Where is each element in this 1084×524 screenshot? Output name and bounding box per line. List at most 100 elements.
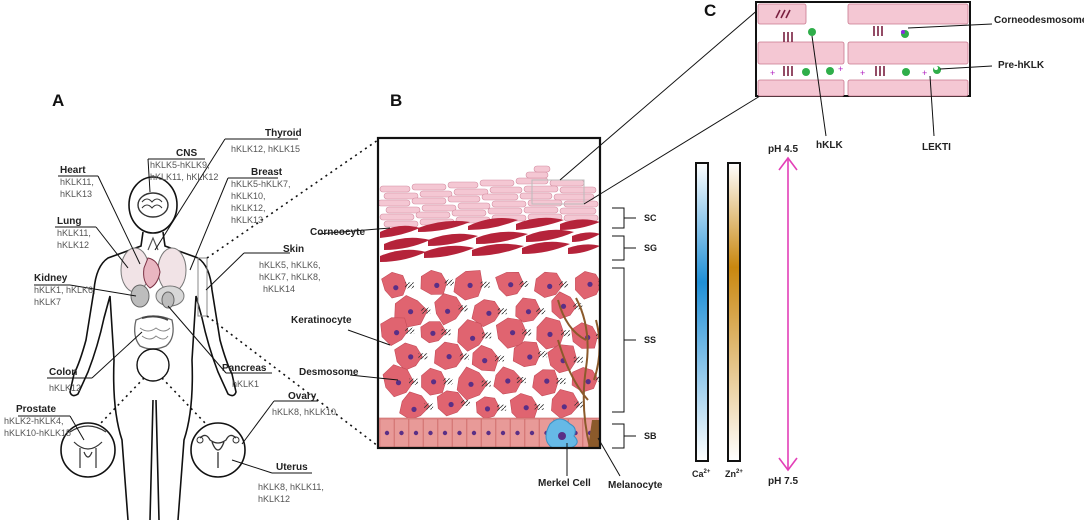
prostate-detail-circle: [60, 422, 116, 478]
keratinocyte-cell: [381, 271, 408, 299]
zinc-charge: 2+: [736, 469, 743, 475]
desmosome-junction: [418, 353, 428, 360]
organ-name: Lung: [57, 216, 82, 227]
keratinocyte-cell: [457, 319, 486, 352]
label-desmosome: Desmosome: [299, 367, 359, 378]
desmosome-junction: [536, 308, 546, 315]
keratinocyte-nucleus: [525, 309, 532, 315]
desmosome-junction: [424, 403, 434, 410]
layer-sb: SB: [644, 431, 657, 441]
zinc-symbol: Zn: [725, 469, 736, 479]
calcium-charge: 2+: [703, 469, 711, 475]
desmosome-junction: [559, 281, 569, 288]
basal-nucleus: [384, 430, 390, 436]
keratinocyte-nucleus: [523, 405, 529, 411]
desmosome-junction: [405, 327, 415, 334]
label-keratinocyte: Keratinocyte: [291, 315, 352, 326]
keratinocyte-nucleus: [484, 406, 491, 412]
keratinocyte-nucleus: [508, 282, 514, 288]
organ-name: Colon: [49, 367, 78, 378]
keratinocyte-cell: [399, 391, 430, 420]
keratinocyte-nucleus: [470, 335, 476, 341]
organ-genes: hKLK5-hKLK9,: [150, 160, 210, 170]
label-zinc: Zn2+: [725, 469, 743, 479]
desmosome-junction: [481, 380, 491, 387]
organ-genes: hKLK7, hKLK8,: [259, 272, 321, 282]
layer-sc: SC: [644, 213, 657, 223]
organ-genes: hKLK7: [34, 297, 62, 307]
basal-nucleus: [399, 430, 404, 436]
organ-genes: hKLK12: [57, 240, 90, 250]
inset-corneocytes: [757, 3, 969, 97]
keratinocyte-nucleus: [448, 401, 454, 408]
desmosome-junction: [459, 353, 469, 360]
organ-genes: hKLK13: [60, 189, 93, 199]
organ-ovary: Ovary hKLK8, hKLK10: [272, 391, 336, 418]
organ-name: Breast: [251, 167, 283, 178]
keratinocyte-nucleus: [411, 406, 417, 412]
desmosome-junction: [405, 282, 414, 289]
panel-label-b: B: [390, 91, 403, 110]
svg-text:+: +: [860, 68, 865, 78]
organ-genes: hKLK8, hKLK10: [272, 407, 337, 417]
keratinocyte-nucleus: [560, 303, 567, 309]
organ-genes: hKLK8, hKLK11,: [258, 482, 324, 492]
basal-nucleus: [486, 430, 491, 436]
organ-skin: Skin hKLK5, hKLK6, hKLK7, hKLK8, hKLK14: [259, 244, 321, 295]
keratinocyte-cell: [571, 322, 598, 349]
desmosome-junction: [443, 378, 453, 385]
keratinocyte-nucleus: [394, 330, 400, 336]
zoom-line-bottom: [583, 95, 761, 205]
keratinocyte-nucleus: [527, 354, 533, 360]
keratinocyte-nucleus: [547, 331, 553, 337]
keratinocyte-nucleus: [445, 308, 451, 314]
svg-text:+: +: [838, 64, 843, 74]
cell-label-lines: [317, 227, 621, 477]
keratinocyte-cell: [512, 341, 541, 368]
keratinocyte-nucleus: [486, 310, 492, 316]
zoom-region-box: [531, 179, 585, 205]
keratinocyte-nucleus: [393, 285, 399, 291]
organ-genes: hKLK12: [49, 383, 82, 393]
desmosome-junction: [495, 355, 505, 362]
organ-genes: hKLK12: [258, 494, 291, 504]
melanocyte-dendrites: [557, 297, 600, 448]
organ-kidney: Kidney hKLK1, hKLK6, hKLK7: [34, 273, 96, 308]
layer-ss: SS: [644, 335, 657, 345]
keratinocyte-nucleus: [587, 281, 593, 287]
organ-genes: hKLK10-hKLK15: [4, 428, 72, 438]
keratinocyte-nucleus: [408, 354, 414, 360]
organ-genes: hKLK12, hKLK15: [231, 144, 301, 154]
keratinocyte-nucleus: [395, 380, 402, 386]
organ-genes: hKLK11,: [60, 177, 94, 187]
desmosome-junction: [516, 377, 526, 384]
inset-corneodesmosomes: [775, 9, 885, 76]
label-melanocyte: Melanocyte: [608, 480, 663, 491]
organ-genes: hKLK14: [263, 284, 296, 294]
organ-genes: hKLK11, hKLK12: [150, 172, 219, 182]
keratinocyte-nucleus: [544, 378, 550, 384]
internal-organs: [120, 192, 208, 382]
desmosome-junction: [573, 303, 583, 310]
organ-genes: hKLK11,: [57, 228, 91, 238]
keratinocyte-nucleus: [468, 381, 474, 387]
desmosome-junction: [460, 399, 470, 406]
organ-name: Thyroid: [265, 128, 302, 139]
desmosome-junction: [556, 378, 566, 385]
organ-genes: hKLK1, hKLK6,: [34, 285, 96, 295]
label-merkel-cell: Merkel Cell: [538, 478, 591, 489]
organ-thyroid: Thyroid hKLK12, hKLK15: [231, 128, 302, 155]
keratinocyte-nucleus: [430, 330, 436, 336]
keratinocyte-nucleus: [585, 379, 591, 385]
keratinocyte-nucleus: [431, 379, 437, 385]
zoom-line-top: [559, 7, 761, 181]
calcium-gradient-bar: [695, 162, 709, 462]
uterus-detail-circle: [190, 422, 246, 478]
label-ph-bottom: pH 7.5: [768, 476, 799, 487]
organ-lung: Lung hKLK11, hKLK12: [57, 216, 91, 251]
svg-text:+: +: [922, 68, 927, 78]
organ-prostate: Prostate hKLK2-hKLK4, hKLK10-hKLK15: [4, 404, 71, 439]
basal-nucleus: [500, 430, 506, 436]
desmosome-junction: [441, 329, 451, 336]
organ-colon: Colon hKLK12: [49, 367, 81, 394]
